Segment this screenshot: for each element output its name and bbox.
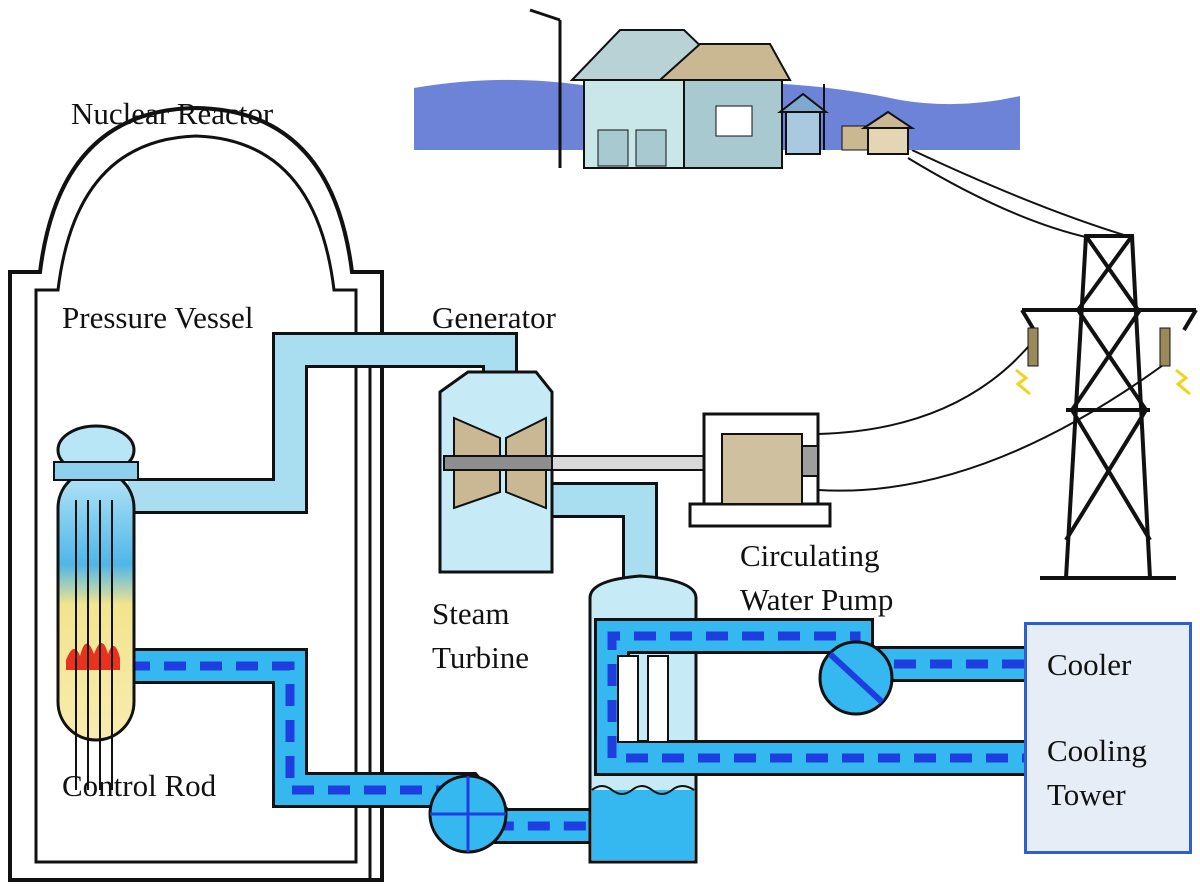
transmission-tower [1020, 234, 1198, 580]
label-generator: Generator [432, 300, 556, 335]
label-cooling-tower: Cooling Tower [1047, 733, 1147, 812]
circulating-water-pump [818, 640, 894, 716]
control-rods [75, 500, 113, 790]
cooler-box: Cooler Cooling Tower [1024, 622, 1192, 854]
pressure-vessel [53, 424, 139, 742]
feedwater-pipe [128, 648, 604, 844]
label-cooler: Cooler [1047, 647, 1132, 682]
label-control-rod: Control Rod [62, 768, 217, 803]
generator [688, 412, 832, 528]
label-pressure-vessel: Pressure Vessel [62, 300, 254, 335]
turbine-shaft [551, 455, 723, 471]
steam-turbine [438, 370, 555, 574]
feed-pump [428, 774, 508, 854]
label-circulating-water-pump: Circulating Water Pump [740, 538, 894, 617]
label-steam-turbine: Steam Turbine [432, 596, 530, 675]
hot-core-flames [66, 643, 120, 670]
steam-pipes [128, 332, 658, 590]
houses-scene [414, 8, 1020, 169]
insulator-sparks [1015, 327, 1191, 396]
label-nuclear-reactor: Nuclear Reactor [71, 96, 274, 131]
transmission-lines [817, 149, 1171, 492]
